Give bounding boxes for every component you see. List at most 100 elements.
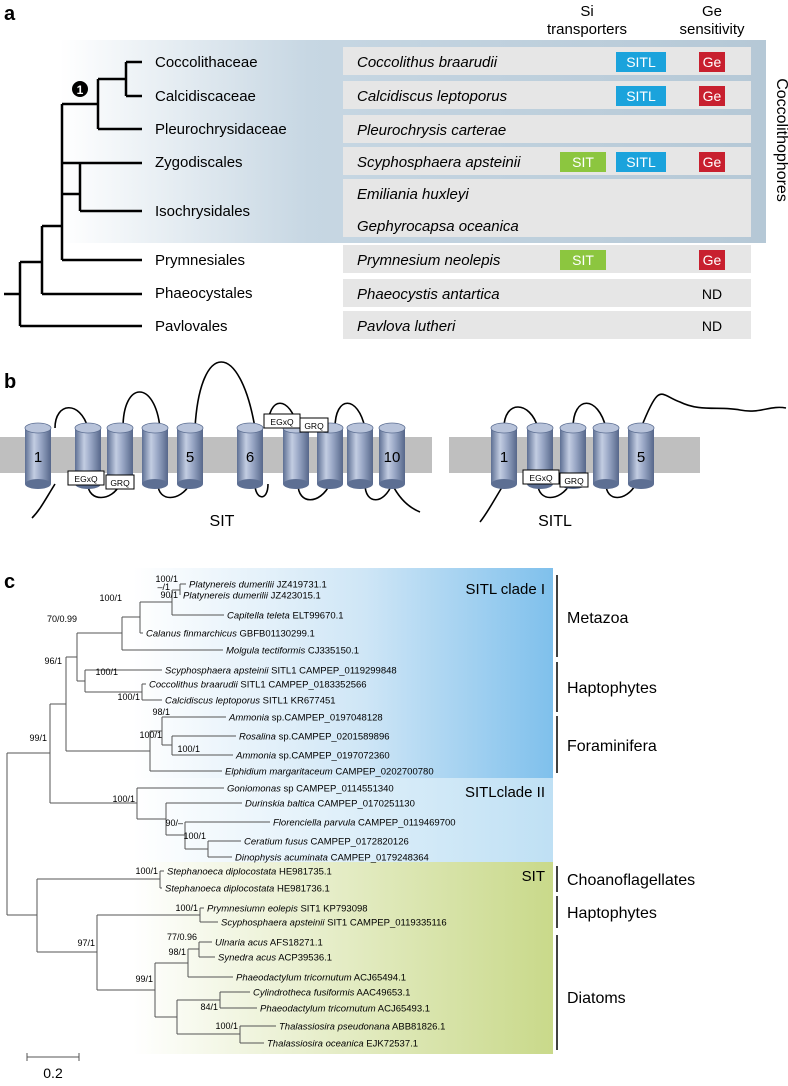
row-bg [343, 147, 751, 175]
support-value: 99/1 [29, 733, 47, 743]
scale-bar: 0.2 [26, 1053, 80, 1081]
panel-label-b: b [4, 371, 16, 393]
support-value: 90/– [165, 818, 183, 828]
ge-tag-label: Ge [703, 154, 722, 170]
helix-body [628, 428, 654, 484]
helix-cap [176, 422, 204, 434]
tree-leaf-label: Stephanoeca diplocostata HE981736.1 [165, 884, 330, 895]
leaf-accession: CAMPEP_0172820126 [308, 837, 409, 848]
helix-cap [526, 422, 554, 434]
node-1-label: 1 [77, 83, 84, 97]
leaf-species: Scyphosphaera apsteinii [165, 666, 269, 677]
leaf-accession: SIT1 KP793098 [298, 904, 368, 915]
helix-number: 1 [500, 449, 508, 466]
sitl-tag [616, 152, 666, 172]
tree-leaf-label: Platynereis dumerilii JZ419731.1 [189, 580, 327, 591]
species-name: Prymnesium neolepis [357, 252, 501, 269]
clade-label: SITL clade I [466, 581, 545, 598]
leaf-species: Elphidium margaritaceum [225, 767, 333, 778]
leaf-species: Calanus finmarchicus [146, 629, 237, 640]
ge-tag-label: Ge [703, 88, 722, 104]
panel-a-tree [4, 60, 142, 328]
helix-cap [141, 422, 169, 434]
helix-base [25, 479, 51, 489]
clade-label: SIT [522, 868, 545, 885]
panel-a-headers: Si transporters Ge sensitivity [547, 3, 745, 38]
support-value: 98/1 [168, 947, 186, 957]
leaf-species: Phaeodactylum tricornutum [236, 973, 352, 984]
support-value: 99/1 [135, 974, 153, 984]
egxq-label: EGxQ [74, 474, 98, 484]
nd-label: ND [702, 318, 722, 334]
egxq-box [67, 470, 105, 486]
species-name: Coccolithus braarudii [357, 54, 498, 71]
sit-tag-label: SIT [572, 154, 594, 170]
leaf-accession: CAMPEP_0170251130 [315, 799, 415, 810]
leaf-accession: ACP39536.1 [276, 953, 332, 964]
helix-base [347, 479, 373, 489]
leaf-accession: CAMPEP_0119469700 [355, 818, 455, 829]
helix-cap [627, 422, 655, 434]
leaf-accession: AAC49653.1 [354, 988, 410, 999]
group-labels: Metazoa Haptophytes Foraminifera Choanof… [567, 610, 695, 1007]
leaf-accession: ACJ65493.1 [376, 1004, 430, 1015]
support-value: 100/1 [135, 866, 158, 876]
tree-leaf-label: Elphidium margaritaceum CAMPEP_020270078… [225, 767, 434, 778]
si-header-line1: Si [580, 3, 593, 20]
motif-boxes: EGxQ GRQ EGxQ GRQ EGxQ GRQ [67, 413, 589, 490]
taxon-label: Isochrysidales [155, 203, 250, 220]
leaf-species: Platynereis dumerilii [189, 580, 275, 591]
ge-tag [699, 250, 725, 270]
grq-label: GRQ [564, 476, 584, 486]
sitl-tag-label: SITL [626, 88, 656, 104]
row-bg [343, 311, 751, 339]
group-label: Metazoa [567, 610, 628, 627]
helix-base [237, 479, 263, 489]
taxa-labels: Coccolithaceae Calcidiscaceae Pleurochry… [155, 54, 287, 335]
helix-base [593, 479, 619, 489]
leaf-species: Synedra acus [218, 953, 276, 964]
leaf-species: Thalassiosira oceanica [267, 1039, 364, 1050]
leaf-accession: HE981735.1 [276, 867, 331, 878]
leaf-accession: SITL1 KR677451 [260, 696, 336, 707]
helix-number: 5 [637, 449, 645, 466]
sitl-clade1-highlight [133, 568, 553, 778]
leaf-accession: HE981736.1 [274, 884, 329, 895]
tree-leaf-label: Platynereis dumerilii JZ423015.1 [183, 591, 321, 602]
leaf-accession: sp.CAMPEP_0197072360 [276, 751, 390, 762]
row-bg [343, 115, 751, 143]
group-label: Diatoms [567, 990, 626, 1007]
support-value: 100/1 [155, 574, 178, 584]
tree-leaf-label: Thalassiosira oceanica EJK72537.1 [267, 1039, 418, 1050]
tree-leaf-label: Prymnesiumn eolepis SIT1 KP793098 [207, 904, 368, 915]
support-value: 100/1 [183, 831, 206, 841]
sitl-tag-label: SITL [626, 154, 656, 170]
tree-leaf-label: Florenciella parvula CAMPEP_0119469700 [273, 818, 456, 829]
group-label: Foraminifera [567, 738, 657, 755]
helix-cap [24, 422, 52, 434]
species-name: Gephyrocapsa oceanica [357, 218, 519, 235]
taxon-label: Pleurochrysidaceae [155, 121, 287, 138]
helix-base [283, 479, 309, 489]
helix-base [379, 479, 405, 489]
group-label: Haptophytes [567, 680, 657, 697]
tree-leaf-label: Ceratium fusus CAMPEP_0172820126 [244, 837, 409, 848]
tree-leaf-labels: Platynereis dumerilii JZ419731.1Platyner… [146, 580, 456, 1050]
tree-support-values: 100/190/1–/1100/170/0.99100/1100/196/198… [29, 574, 238, 1031]
tree-leaf-label: Calcidiscus leptoporus SITL1 KR677451 [165, 696, 336, 707]
leaf-species: Rosalina [239, 732, 276, 743]
helix-cap [378, 422, 406, 434]
helix-cap [559, 422, 587, 434]
leaf-species: Florenciella parvula [273, 818, 355, 829]
tree-leaf-label: Stephanoeca diplocostata HE981735.1 [167, 867, 332, 878]
grq-label: GRQ [304, 421, 324, 431]
leaf-accession: sp.CAMPEP_0197048128 [269, 713, 383, 724]
leaf-species: Stephanoeca diplocostata [165, 884, 274, 895]
taxon-label: Prymnesiales [155, 252, 245, 269]
helix-base [317, 479, 343, 489]
support-value: 100/1 [112, 794, 135, 804]
helix-cap [236, 422, 264, 434]
species-name: Calcidiscus leptoporus [357, 88, 508, 105]
leaf-species: Ceratium fusus [244, 837, 308, 848]
species-name: Emiliania huxleyi [357, 186, 469, 203]
